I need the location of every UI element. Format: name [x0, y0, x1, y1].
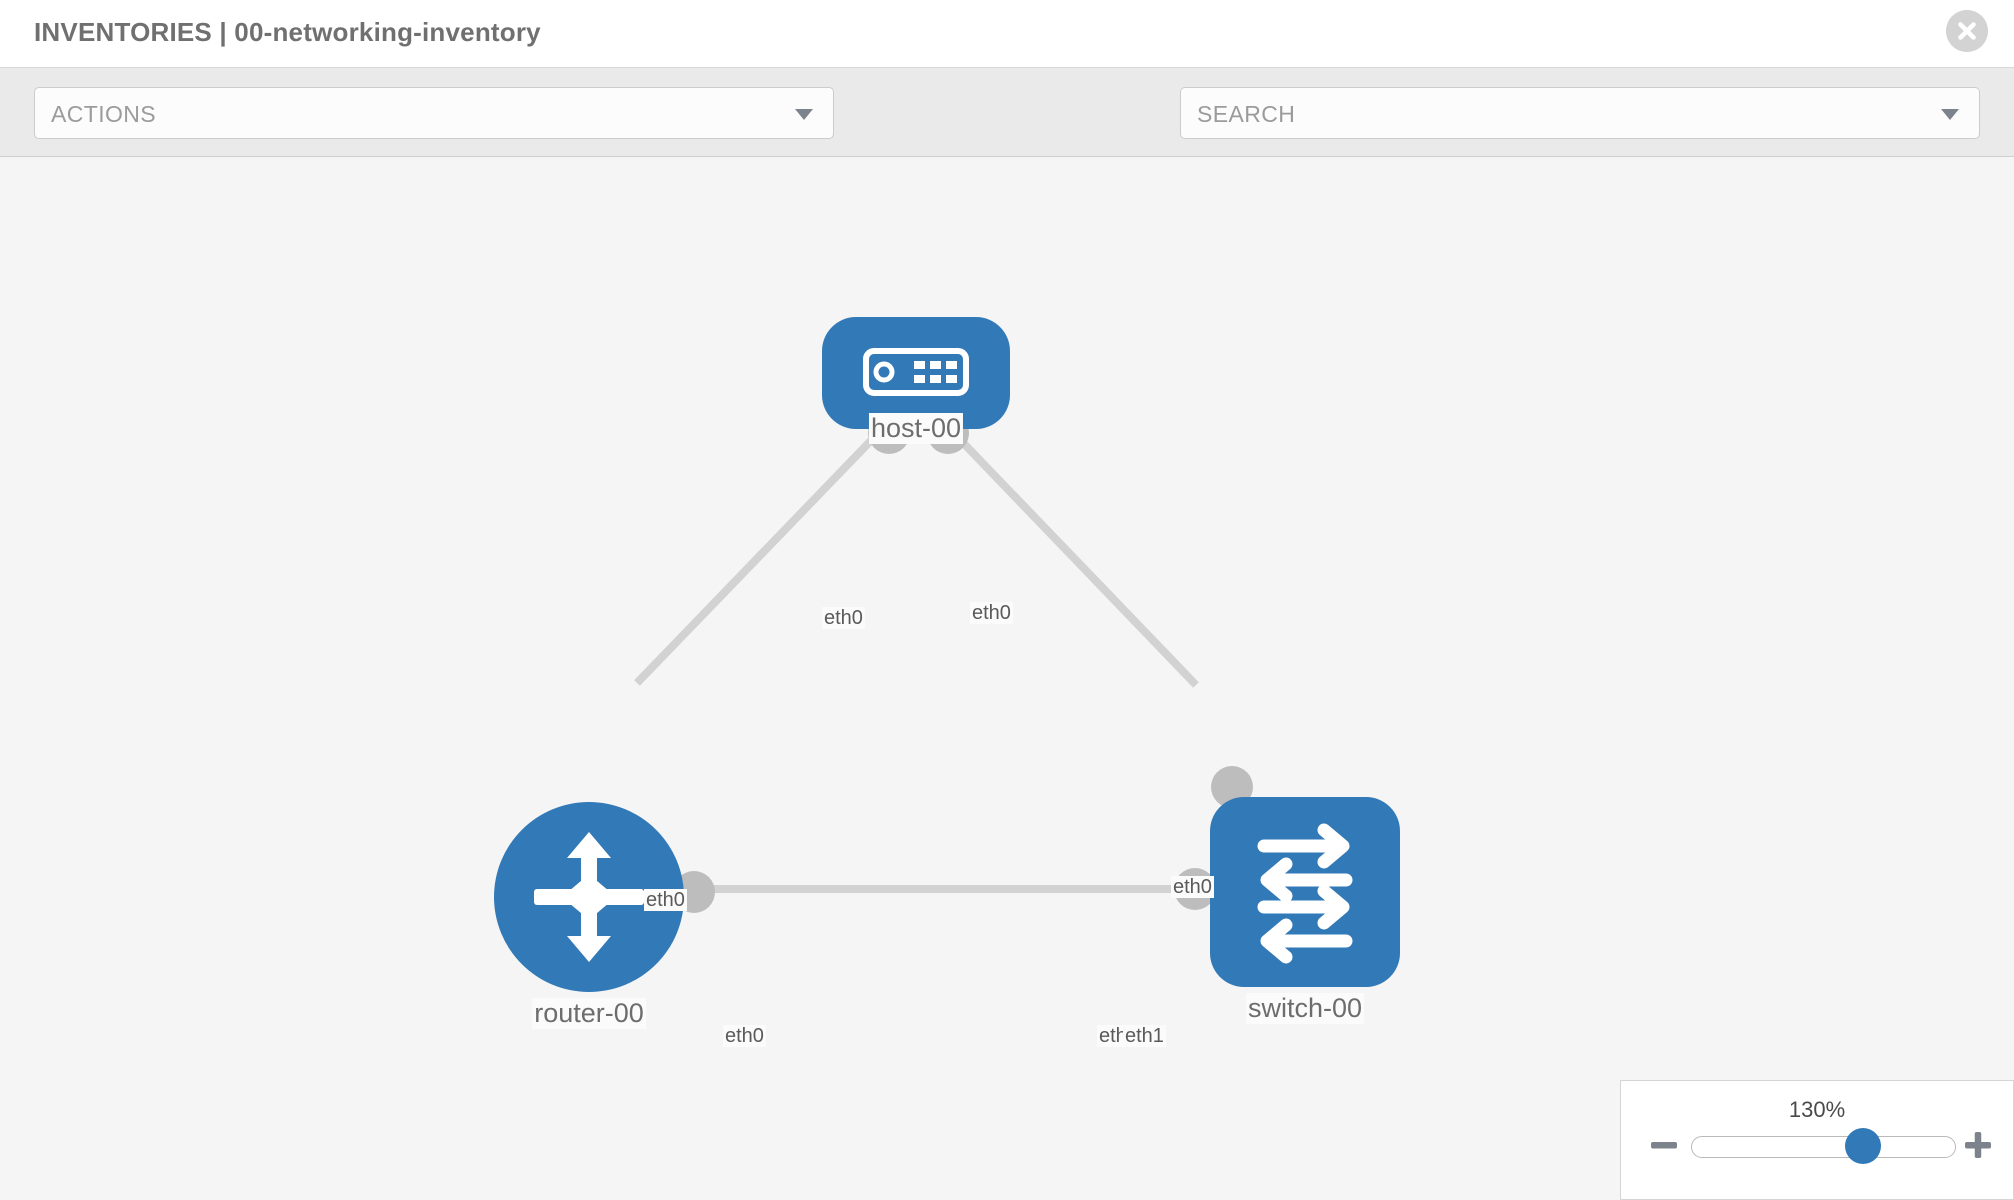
zoom-level-value: 130%: [1788, 1097, 1846, 1122]
plus-icon[interactable]: [1963, 1130, 1993, 1160]
port-label: eth1: [1123, 1025, 1166, 1047]
chevron-down-icon: [795, 109, 813, 120]
port-label: eth0: [723, 1025, 766, 1047]
toolbar: ACTIONS SEARCH: [0, 68, 2014, 200]
page-header: INVENTORIES | 00-networking-inventory: [0, 0, 2014, 68]
router-icon: [494, 802, 684, 992]
node-router-00[interactable]: router-00: [494, 802, 684, 1029]
zoom-control-panel: 130%: [1620, 1080, 2014, 1200]
server-icon: [822, 317, 1010, 429]
zoom-slider-thumb[interactable]: [1845, 1128, 1881, 1164]
minus-icon[interactable]: [1649, 1130, 1679, 1160]
switch-icon: [1210, 797, 1400, 987]
search-input[interactable]: SEARCH: [1180, 87, 1980, 139]
node-label-host-00: host-00: [868, 413, 964, 444]
search-placeholder: SEARCH: [1197, 101, 1296, 127]
topology-canvas[interactable]: host-00 router-00: [0, 157, 2014, 1200]
edge-host00-switch00[interactable]: [943, 422, 1199, 688]
actions-dropdown[interactable]: ACTIONS: [34, 87, 834, 139]
node-label-router-00: router-00: [532, 998, 646, 1029]
port-label: eth0: [822, 607, 865, 629]
zoom-slider-track[interactable]: [1691, 1136, 1956, 1158]
node-switch-00[interactable]: switch-00: [1210, 797, 1400, 1024]
page-title: INVENTORIES | 00-networking-inventory: [34, 17, 541, 47]
actions-dropdown-label: ACTIONS: [51, 101, 157, 127]
edge-host00-router00[interactable]: [634, 422, 889, 686]
node-host-00[interactable]: host-00: [822, 317, 1010, 505]
node-label-switch-00: switch-00: [1245, 993, 1365, 1024]
chevron-down-icon[interactable]: [1941, 109, 1959, 120]
port-label: eth0: [1171, 876, 1214, 898]
port-label: eth0: [970, 602, 1013, 624]
close-icon[interactable]: [1946, 10, 1988, 52]
port-label: eth: [1097, 1025, 1129, 1047]
topology-edges: [634, 412, 1253, 913]
port-label: eth0: [644, 889, 687, 911]
